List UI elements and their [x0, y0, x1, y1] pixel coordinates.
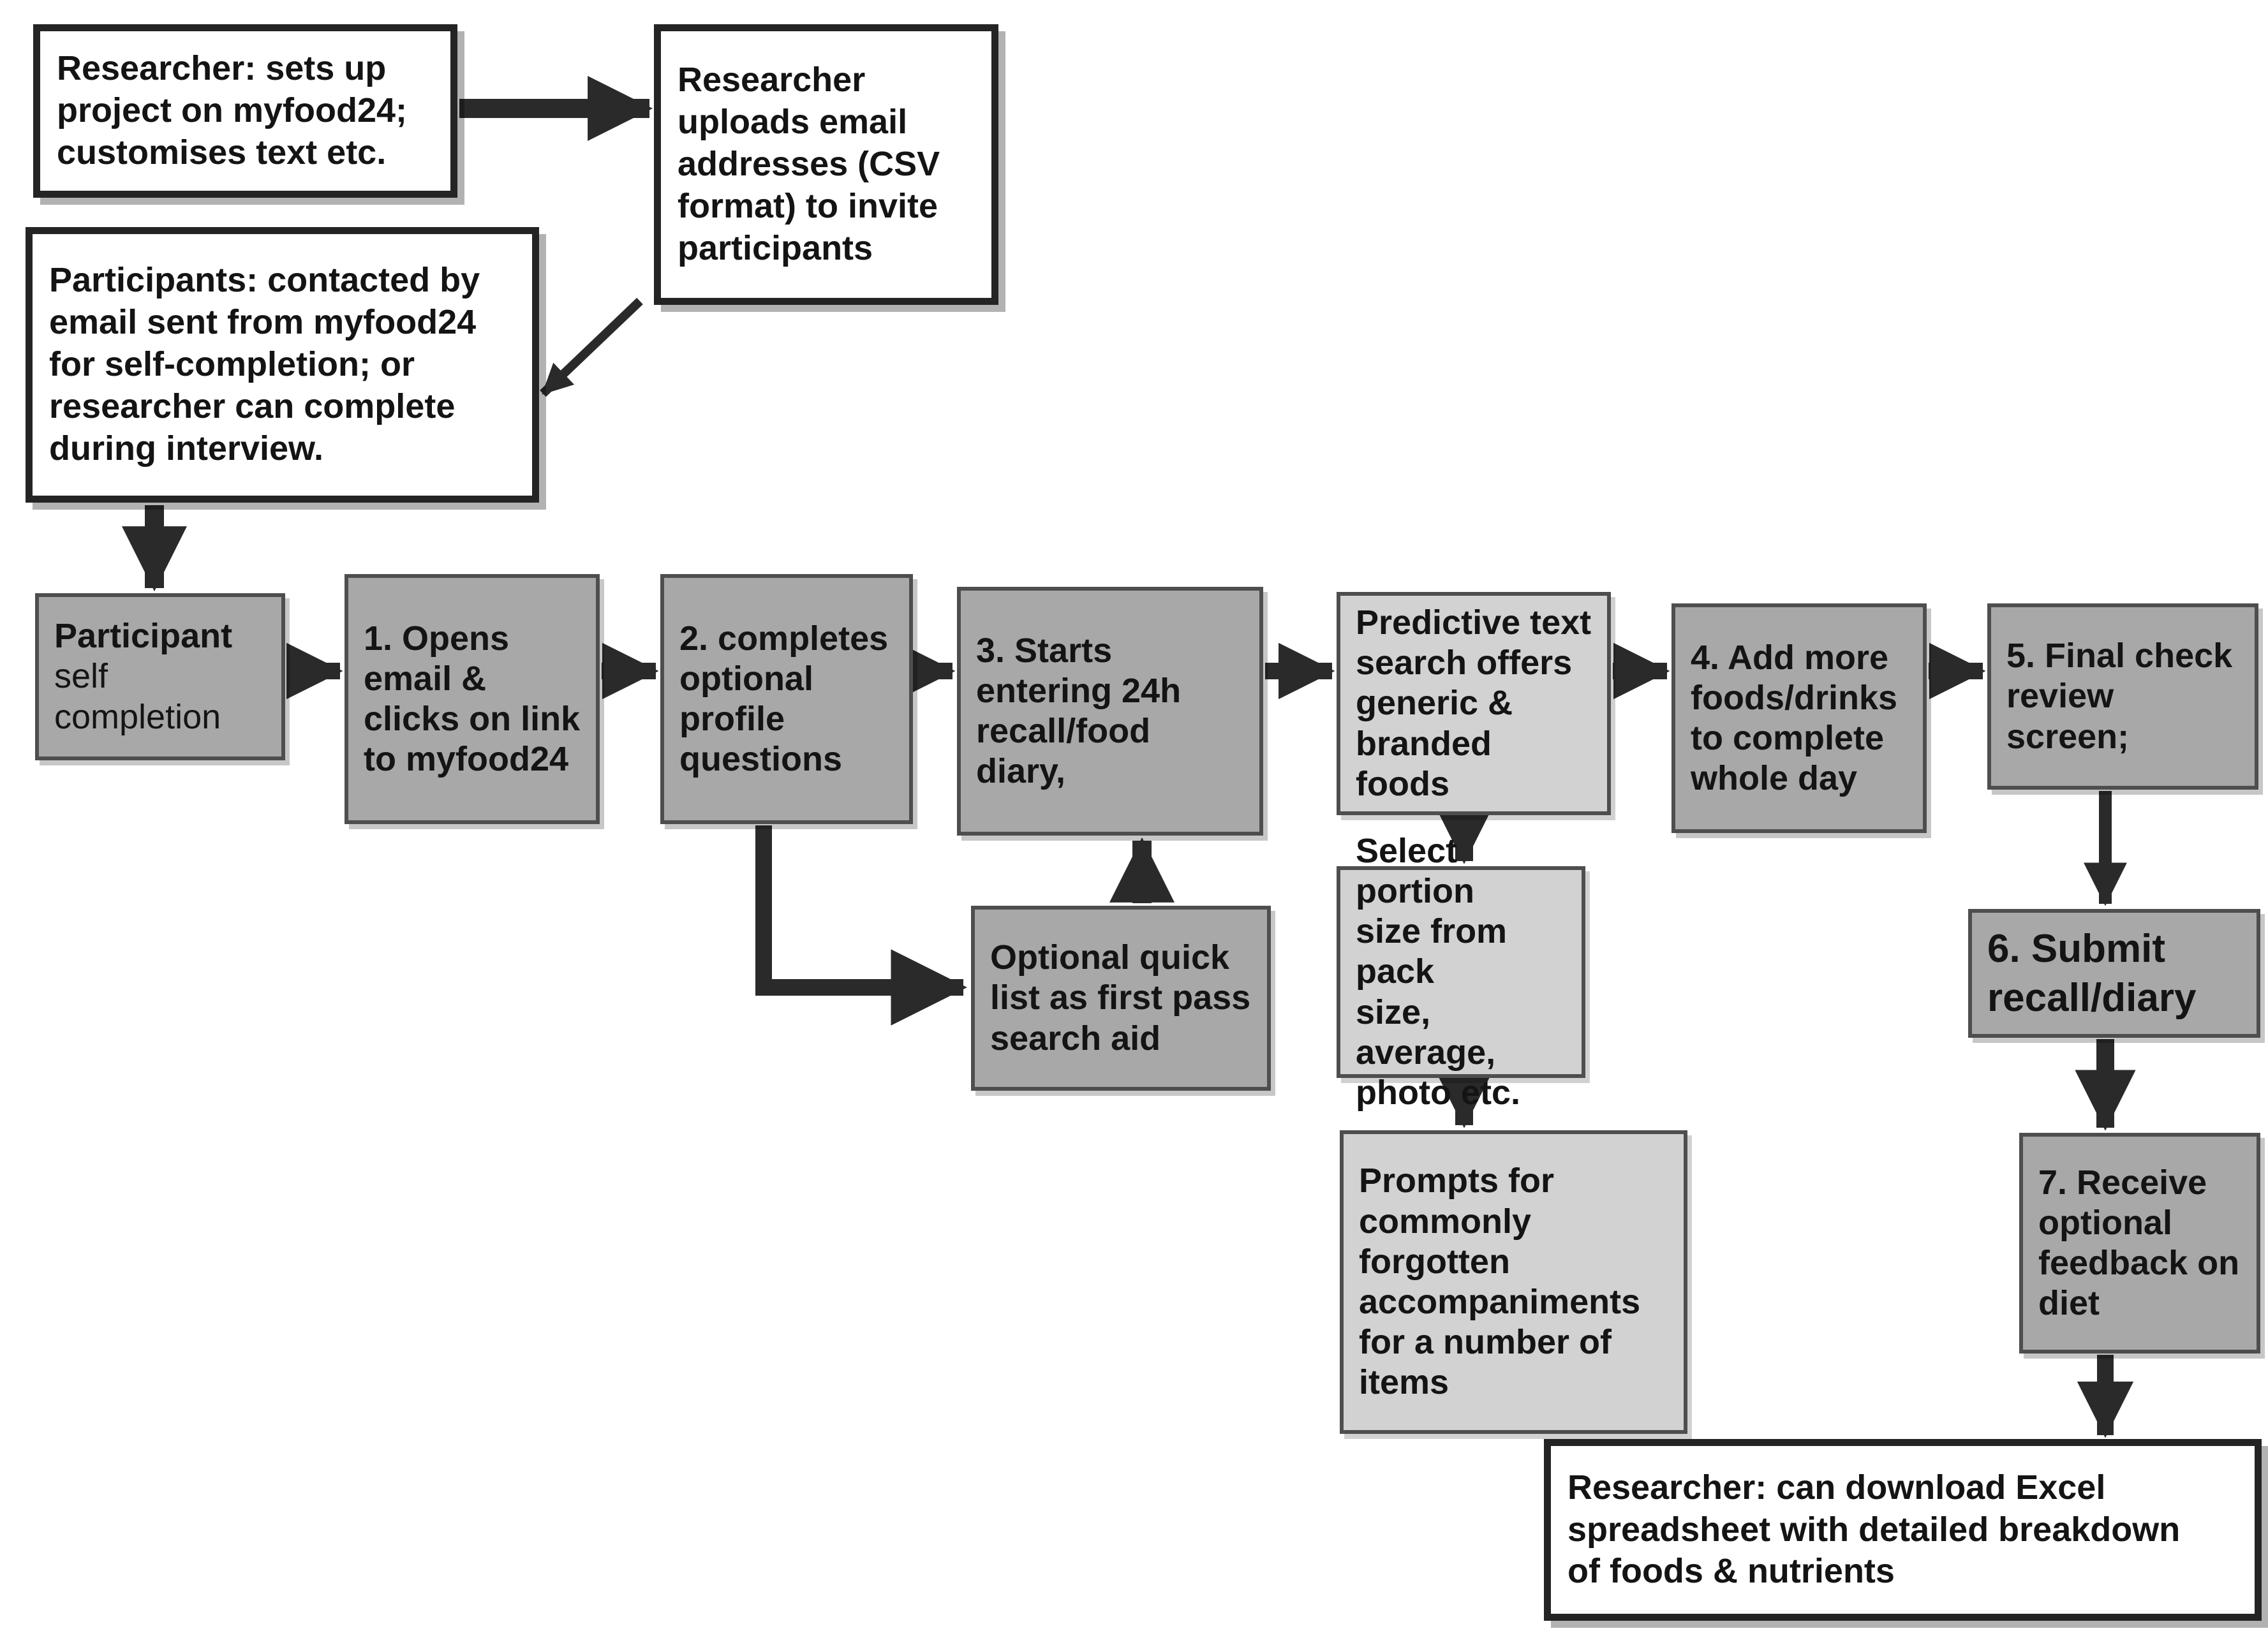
box-step1: 1. Opens email & clicks on link to myfoo…	[345, 574, 600, 824]
box-select-portion: Select portion size from pack size, aver…	[1337, 832, 1585, 1112]
box-step3: 3. Starts entering 24h recall/food diary…	[957, 587, 1263, 836]
predictive-search-body: Predictive text search offers generic & …	[1356, 603, 1592, 803]
participants-contacted-label: Participants:	[49, 261, 258, 300]
box-prompts: Prompts for commonly forgotten accompani…	[1340, 1130, 1687, 1434]
box-step6: 6. Submit recall/diary	[1968, 909, 2260, 1038]
box-optional-quick-list: Optional quick list as first pass search…	[971, 906, 1271, 1091]
researcher-uploads-body: Researcher uploads email addresses (CSV …	[678, 61, 940, 267]
box-step5: 5. Final check review screen;	[1987, 603, 2258, 790]
step7-body: 7. Receive optional feedback on diet	[2038, 1163, 2240, 1323]
participants-contacted-body: contacted by email sent from myfood24 fo…	[49, 261, 480, 468]
box-predictive-search: Predictive text search offers generic & …	[1337, 592, 1611, 815]
box-researcher-setup-text: Researcher: sets up project on myfood24;…	[57, 48, 434, 174]
participant-self-label: Participant	[54, 617, 233, 656]
researcher-download-label: Researcher:	[1568, 1468, 1767, 1507]
box-researcher-download: Researcher: can download Excel spreadshe…	[1544, 1439, 2262, 1621]
box-researcher-download-text: Researcher: can download Excel spreadshe…	[1568, 1467, 2238, 1593]
step4-body: 4. Add more foods/drinks to complete who…	[1691, 638, 1898, 798]
step5-body: 5. Final check review screen;	[2006, 637, 2233, 756]
box-participant-self-text: Participant self completion	[54, 616, 266, 737]
box-researcher-setup: Researcher: sets up project on myfood24;…	[33, 24, 457, 198]
researcher-setup-body: sets up project on myfood24; customises …	[57, 49, 408, 172]
box-researcher-uploads: Researcher uploads email addresses (CSV …	[654, 24, 998, 305]
step3-body: 3. Starts entering 24h recall/food diary…	[976, 631, 1182, 791]
box-participant-self-completion: Participant self completion	[35, 593, 285, 760]
box-step2: 2. completes optional profile questions	[660, 574, 913, 824]
optional-quick-list-body: Optional quick list as first pass search…	[990, 938, 1251, 1058]
box-participants-contacted: Participants: contacted by email sent fr…	[26, 227, 539, 503]
box-participants-contacted-text: Participants: contacted by email sent fr…	[49, 260, 515, 469]
researcher-setup-label: Researcher:	[57, 49, 256, 88]
arrow-uploads-to-participants	[540, 297, 643, 397]
step6-body: 6. Submit recall/diary	[1987, 926, 2197, 1021]
select-portion-body: Select portion size from pack size, aver…	[1356, 831, 1520, 1112]
step1-body: 1. Opens email & clicks on link to myfoo…	[364, 619, 581, 779]
prompts-body: Prompts for commonly forgotten accompani…	[1359, 1162, 1641, 1402]
participant-self-body: self completion	[54, 657, 221, 736]
step2-body: 2. completes optional profile questions	[679, 619, 889, 779]
researcher-download-body: can download Excel spreadsheet with deta…	[1568, 1468, 2181, 1591]
box-step4: 4. Add more foods/drinks to complete who…	[1671, 603, 1927, 833]
box-step7: 7. Receive optional feedback on diet	[2019, 1133, 2260, 1354]
